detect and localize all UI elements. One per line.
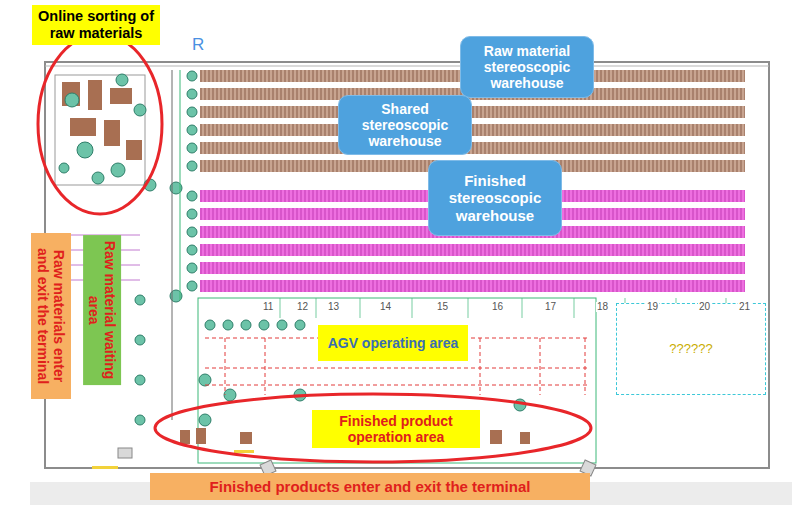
area-label: Raw material waiting area	[86, 240, 118, 380]
area-label-box: Finished products enter and exit the ter…	[150, 473, 590, 500]
building-outline	[45, 62, 769, 468]
area-label-box: Shared stereoscopic warehouse	[338, 95, 472, 155]
column-number: 13	[327, 302, 340, 312]
area-label: Finished stereoscopic warehouse	[434, 172, 556, 224]
area-label-box: Finished product operation area	[312, 410, 480, 448]
vertical-area-box: Raw material waiting area	[83, 235, 121, 385]
callout-ellipse	[38, 34, 162, 214]
area-label-box: AGV operating area	[318, 325, 468, 361]
column-number: 11	[262, 302, 274, 312]
column-number: 19	[646, 302, 659, 312]
area-label-box: Raw material stereoscopic warehouse	[460, 36, 594, 98]
agv-outline	[198, 298, 596, 463]
area-label: Finished product operation area	[317, 413, 475, 445]
area-label: Online sorting of raw materials	[37, 8, 155, 41]
stacker-heads	[170, 71, 197, 302]
vertical-area-box: Raw materials enter and exit the termina…	[31, 233, 71, 399]
column-number: 14	[379, 302, 392, 312]
area-label-box: Online sorting of raw materials	[32, 5, 160, 45]
area-label: Finished products enter and exit the ter…	[210, 478, 531, 495]
area-label: Raw material stereoscopic warehouse	[466, 43, 588, 91]
area-label: Shared stereoscopic warehouse	[344, 101, 466, 149]
dock-marks	[92, 370, 669, 469]
column-number: 17	[544, 302, 557, 312]
left-conveyors	[135, 295, 145, 425]
area-label: ??????	[669, 342, 712, 357]
sorting-equipment	[55, 74, 156, 191]
column-number: 16	[491, 302, 504, 312]
area-label-box: Finished stereoscopic warehouse	[428, 160, 562, 236]
plan-letter: R	[191, 36, 205, 53]
column-number: 12	[296, 302, 309, 312]
area-label: Raw materials enter and exit the termina…	[35, 238, 67, 394]
callout-ellipse	[155, 394, 591, 462]
column-number: 18	[596, 302, 609, 312]
column-number: 21	[738, 302, 751, 312]
area-label-box: ??????	[616, 303, 766, 395]
column-number: 15	[436, 302, 449, 312]
column-number: 20	[698, 302, 711, 312]
area-label: AGV operating area	[328, 335, 459, 351]
